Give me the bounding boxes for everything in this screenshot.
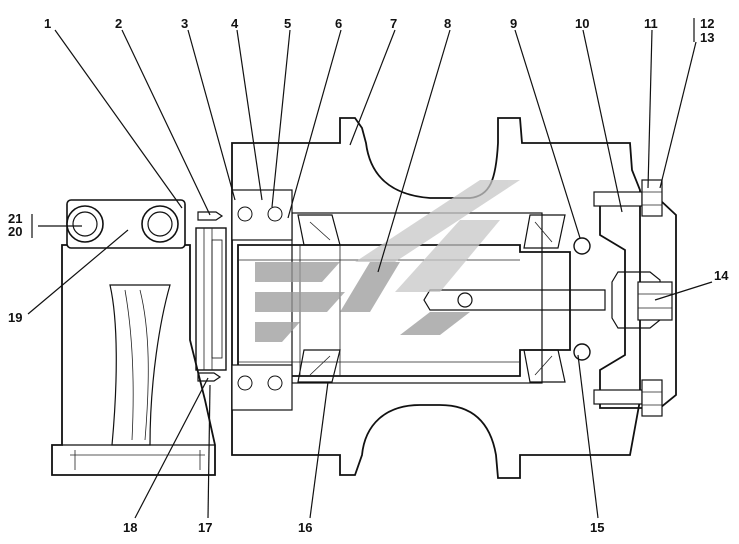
callout-12: 12 [700,16,714,31]
cover-bolt-top [593,179,663,217]
callout-14: 14 [714,268,729,283]
callout-18: 18 [123,520,137,535]
callout-21: 21 [8,211,22,226]
left-bearing-assembly [231,189,341,411]
locking-pin-bottom [197,372,222,382]
callout-13: 13 [700,30,714,45]
cover-bolt-bottom [593,379,663,417]
seal-collar [195,227,227,371]
right-bearing-assembly [523,214,591,383]
callout-7: 7 [390,16,397,31]
callout-20: 20 [8,224,22,239]
callout-19: 19 [8,310,22,325]
callout-3: 3 [181,16,188,31]
callout-2: 2 [115,16,122,31]
callout-9: 9 [510,16,517,31]
callout-6: 6 [335,16,342,31]
callout-11: 11 [644,16,658,31]
callout-10: 10 [575,16,589,31]
leader-lines [27,18,713,519]
mounting-bracket [51,244,216,476]
callout-8: 8 [444,16,451,31]
clamp-block [66,199,186,249]
watermark-logo [255,180,520,342]
callout-15: 15 [590,520,604,535]
callout-4: 4 [231,16,239,31]
callout-16: 16 [298,520,312,535]
callout-labels: 1 2 3 4 5 6 7 8 9 10 11 12 13 14 15 16 1… [8,16,729,535]
callout-5: 5 [284,16,291,31]
callout-17: 17 [198,520,212,535]
end-cover [599,199,677,409]
axle-shaft [237,244,606,377]
roller-body [231,117,641,479]
locking-pin-top [197,211,224,221]
callout-1: 1 [44,16,51,31]
